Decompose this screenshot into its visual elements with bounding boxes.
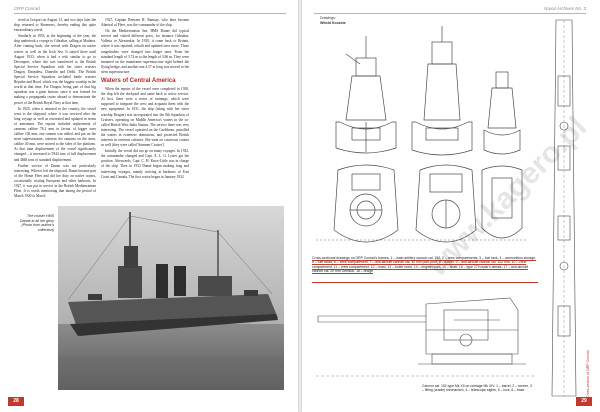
text-column-1: rived at Gosport on August 13, and two d… [14, 18, 96, 200]
drawing-credit: Drawings: Witold Koszela [320, 16, 346, 25]
cross-section-drawings [316, 26, 526, 243]
col2-paragraph: On the Mediterranean Sea, HMS Danae did … [101, 29, 189, 74]
gutter [298, 0, 302, 412]
drawing-label: Drawings: [320, 16, 336, 20]
col1-paragraph: Further service of Danae was not particu… [14, 163, 96, 199]
page-number-left: 28 [8, 397, 24, 406]
cruiser-photo [58, 206, 284, 390]
running-head-right: Naval Archives No. 3 [544, 6, 586, 11]
caption-rule [312, 282, 538, 283]
side-profile-strip [551, 19, 577, 397]
text-column-2: 1927, Captain Bertram H. Ramsay, who lat… [101, 18, 189, 181]
cross-section-caption: Cross-sectional drawings on ORP Conrad's… [312, 256, 536, 274]
col2b-paragraph: Initially, the vessel did not go on many… [101, 149, 189, 179]
page-number-right: 29 [576, 397, 592, 406]
right-page: Naval Archives No. 3 Drawings: Witold Ko… [302, 0, 600, 412]
col2b-paragraph: When the repairs of the vessel were comp… [101, 87, 189, 148]
col1-paragraph: In 1925, when it returned to the country… [14, 106, 96, 162]
col1-paragraph: Similarly in 1933, at the beginning of t… [14, 34, 96, 105]
running-rule-right [314, 13, 586, 14]
gun-caption: Cannon cal. 152 type Mk XII on carriage … [422, 384, 532, 393]
vertical-label: Cross-section of ORP Conrad [586, 350, 590, 398]
photo-caption: The cruiser HMS Danae in all her glory (… [20, 214, 54, 232]
left-page: ORP Conrad rived at Gosport on August 13… [0, 0, 298, 412]
section-heading: Waters of Central America [101, 78, 176, 85]
gun-mount-drawing [316, 297, 534, 377]
col1-paragraph: rived at Gosport on August 13, and two d… [14, 18, 96, 33]
running-rule-left [14, 13, 286, 14]
col2-paragraph: 1927, Captain Bertram H. Ramsay, who lat… [101, 18, 189, 28]
drawing-author: Witold Koszela [320, 20, 346, 25]
running-head-left: ORP Conrad [14, 6, 40, 11]
